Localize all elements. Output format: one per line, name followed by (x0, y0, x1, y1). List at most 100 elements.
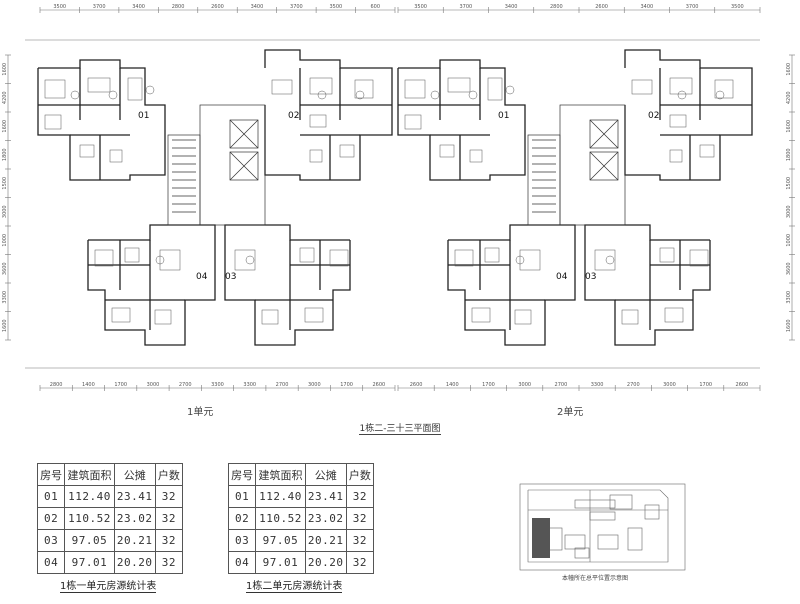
table-symbol (430, 90, 440, 100)
table-symbol (355, 90, 365, 100)
wall-outline (397, 59, 526, 181)
apartment-number-label: 04 (556, 272, 568, 282)
header-shared-area: 公摊 (113, 463, 156, 486)
furniture-symbol (339, 144, 355, 158)
table-symbol (145, 85, 155, 95)
cell-floor-area: 97.01 (64, 551, 115, 574)
site-plan-map (519, 483, 686, 571)
dimension-label: 1800 (2, 148, 8, 161)
cell-floor-area: 97.01 (255, 551, 306, 574)
dimension-label: 3600 (786, 262, 792, 275)
dimension-label: 3300 (591, 382, 604, 388)
furniture-symbol (669, 149, 683, 163)
furniture-symbol (124, 247, 140, 263)
header-floor-area: 建筑面积 (64, 463, 115, 486)
unit-2-label: 2单元 (557, 407, 584, 418)
furniture-symbol (484, 247, 500, 263)
cell-unit-count: 32 (345, 485, 375, 508)
cell-shared-area: 23.41 (304, 485, 347, 508)
unit-1-label: 1单元 (187, 407, 214, 418)
wall-outline (87, 224, 216, 346)
cell-unit-count: 32 (345, 529, 375, 552)
wall-outline (224, 224, 351, 346)
site-building (627, 527, 643, 551)
dimension-label: 3500 (414, 4, 427, 10)
header-unit-count: 户数 (345, 463, 375, 486)
wall-outline (624, 49, 753, 181)
dimension-label: 3000 (518, 382, 531, 388)
site-building (597, 534, 619, 550)
table-symbol (515, 255, 525, 265)
dimension-label: 2600 (410, 382, 423, 388)
table-symbol (108, 90, 118, 100)
dimension-label: 2700 (179, 382, 192, 388)
apartment-number-label: 04 (196, 272, 208, 282)
site-boundary (527, 489, 669, 563)
stair-elevator-core (167, 104, 626, 226)
dimension-label: 3500 (53, 4, 66, 10)
table-row: 03 97.05 20.21 32 (227, 529, 375, 552)
dimension-label: 1500 (2, 177, 8, 190)
elevator-cross (589, 151, 619, 181)
site-building (644, 504, 660, 520)
table-symbol (677, 90, 687, 100)
dimension-label: 3000 (308, 382, 321, 388)
cell-shared-area: 23.41 (113, 485, 156, 508)
apartment-number-label: 02 (288, 111, 299, 121)
dimension-label: 600 (371, 4, 381, 10)
cell-shared-area: 20.20 (113, 551, 156, 574)
wall-outline (447, 224, 576, 346)
cell-room-no: 04 (227, 551, 257, 574)
cell-unit-count: 32 (154, 551, 184, 574)
table-symbol (245, 255, 255, 265)
furniture-symbol (309, 114, 327, 128)
furniture-symbols (44, 77, 734, 325)
dimension-label: 1600 (786, 63, 792, 76)
dimension-label: 2800 (172, 4, 185, 10)
corridor (559, 104, 626, 226)
furniture-symbol (631, 79, 653, 95)
dimension-label: 4200 (2, 91, 8, 104)
cell-floor-area: 112.40 (64, 485, 115, 508)
furniture-symbol (447, 77, 471, 93)
dimension-label: 3000 (147, 382, 160, 388)
cell-unit-count: 32 (345, 507, 375, 530)
furniture-symbol (669, 114, 687, 128)
dimension-label: 3000 (663, 382, 676, 388)
dimension-label: 2600 (736, 382, 749, 388)
table-symbol (70, 90, 80, 100)
cell-floor-area: 110.52 (64, 507, 115, 530)
elevator-cross (229, 151, 259, 181)
cell-unit-count: 32 (154, 485, 184, 508)
dimension-label: 1600 (2, 319, 8, 332)
elevator-cross (589, 119, 619, 149)
elevator-shaft (229, 151, 259, 181)
cell-unit-count: 32 (154, 529, 184, 552)
header-unit-count: 户数 (154, 463, 184, 486)
cell-room-no: 03 (227, 529, 257, 552)
dimension-label: 3400 (641, 4, 654, 10)
dimension-label: 3000 (786, 205, 792, 218)
dimension-label: 4200 (786, 91, 792, 104)
furniture-symbol (664, 307, 684, 323)
header-floor-area: 建筑面积 (255, 463, 306, 486)
table-row: 01 112.40 23.41 32 (36, 485, 184, 508)
cell-unit-count: 32 (154, 507, 184, 530)
furniture-symbol (689, 249, 709, 267)
dimension-label: 1000 (786, 234, 792, 247)
dimension-label: 3600 (2, 262, 8, 275)
table-header-row: 房号 建筑面积 公摊 户数 (36, 463, 184, 486)
unit-2-table-caption: 1栋二单元房源统计表 (246, 577, 343, 593)
dimension-label: 3500 (731, 4, 744, 10)
cell-unit-count: 32 (345, 551, 375, 574)
cell-room-no: 02 (36, 507, 66, 530)
furniture-symbol (669, 77, 693, 95)
dimension-label: 3700 (686, 4, 699, 10)
unit-1-statistics-table: 房号 建筑面积 公摊 户数 01 112.40 23.41 32 02 110.… (36, 463, 184, 574)
dimension-label: 1700 (699, 382, 712, 388)
table-row: 04 97.01 20.20 32 (36, 551, 184, 574)
dimension-label: 3300 (211, 382, 224, 388)
dimension-lines (5, 7, 795, 391)
